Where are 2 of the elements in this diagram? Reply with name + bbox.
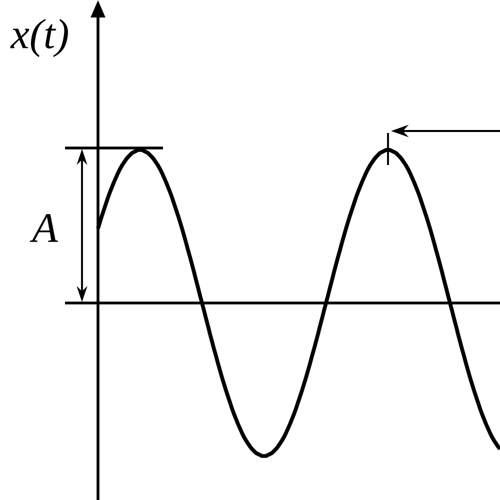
axis-label: x(t) (10, 18, 68, 58)
amplitude-label: A (30, 214, 58, 242)
